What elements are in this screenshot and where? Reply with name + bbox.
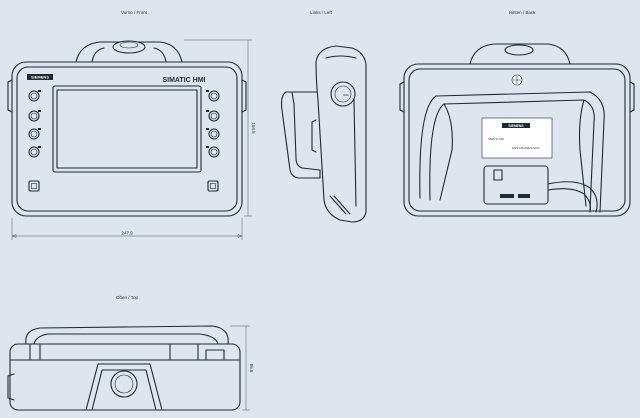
top-cover-line [33, 333, 219, 345]
back-estop-button [504, 44, 534, 56]
top-view-label: Oben / Top [116, 295, 138, 300]
front-housing-outer [11, 61, 243, 217]
front-width-dim-text: 247.9 [121, 231, 133, 236]
front-estop-inner [119, 41, 139, 49]
left-body-face-line [353, 99, 357, 207]
left-view: Links / Left DES [280, 10, 367, 223]
front-view: Vorne / Front SIEMENS SIMATIC HMI [7, 10, 256, 240]
back-view: Hinten / Back SIEMENS SIMATIC HMI 6AV2 1… [399, 10, 635, 217]
left-clip [311, 119, 317, 153]
back-cable [547, 181, 598, 213]
back-housing-inner [408, 68, 626, 212]
front-bottom-left-key-inner [31, 183, 37, 189]
front-brand-text: SIEMENS [31, 75, 49, 80]
top-depth-dim-lines [230, 325, 250, 411]
back-handle-right-rib [578, 99, 587, 207]
back-connector-b [500, 194, 514, 198]
top-post-far-right [205, 349, 225, 361]
front-grip-lines [91, 47, 167, 63]
front-product-text: SIMATIC HMI [162, 77, 205, 84]
left-knob-text: DES [343, 93, 349, 97]
back-handle-outer [419, 91, 605, 213]
front-side-clips [7, 79, 247, 113]
front-display-bezel [52, 85, 202, 173]
front-bottom-right-key-inner [210, 183, 216, 189]
front-housing-inner [16, 66, 238, 212]
back-cable-inner [547, 188, 591, 213]
front-width-dim-arrows [11, 234, 243, 238]
front-height-dim-text: 156.5 [251, 122, 256, 134]
left-body-top-line [325, 55, 357, 59]
top-post-right [169, 343, 199, 361]
back-connector-a [493, 169, 503, 181]
back-view-label: Hinten / Back [509, 10, 537, 15]
back-label-line2: 6AV2 125-2GB23-0AX0 [512, 146, 540, 150]
left-view-label: Links / Left [310, 10, 333, 15]
front-right-keys [206, 90, 220, 158]
front-estop-button [112, 40, 146, 54]
top-center-grip-inner [91, 369, 157, 411]
top-left-clip [7, 373, 15, 401]
top-knob-inner [114, 374, 134, 394]
back-label-brand: SIEMENS [508, 124, 524, 128]
front-display [56, 89, 198, 169]
top-view: Oben / Top 86.5 [7, 295, 254, 411]
back-connector-c [518, 194, 530, 198]
back-screw-cross [513, 76, 521, 84]
front-view-label: Vorne / Front [121, 10, 148, 15]
front-bottom-right-key [207, 180, 219, 192]
front-left-keys [28, 90, 41, 158]
top-cover [25, 325, 229, 345]
top-depth-dim-text: 86.5 [249, 364, 254, 373]
front-brand-plate [27, 74, 53, 80]
left-body-bottom-lines [329, 195, 351, 215]
front-width-dim-lines [11, 218, 243, 240]
left-knob-inner [334, 85, 352, 103]
left-handle [280, 91, 321, 179]
back-label-brand-plate [502, 123, 530, 128]
left-knob [330, 81, 356, 107]
top-post-left [29, 343, 41, 361]
front-height-dim-lines [184, 39, 252, 217]
left-body [315, 45, 367, 223]
back-side-clips [399, 81, 635, 113]
back-handle-left-rib [439, 103, 453, 201]
front-bottom-left-key [28, 180, 40, 192]
back-label-line1: SIMATIC HMI [488, 137, 504, 141]
